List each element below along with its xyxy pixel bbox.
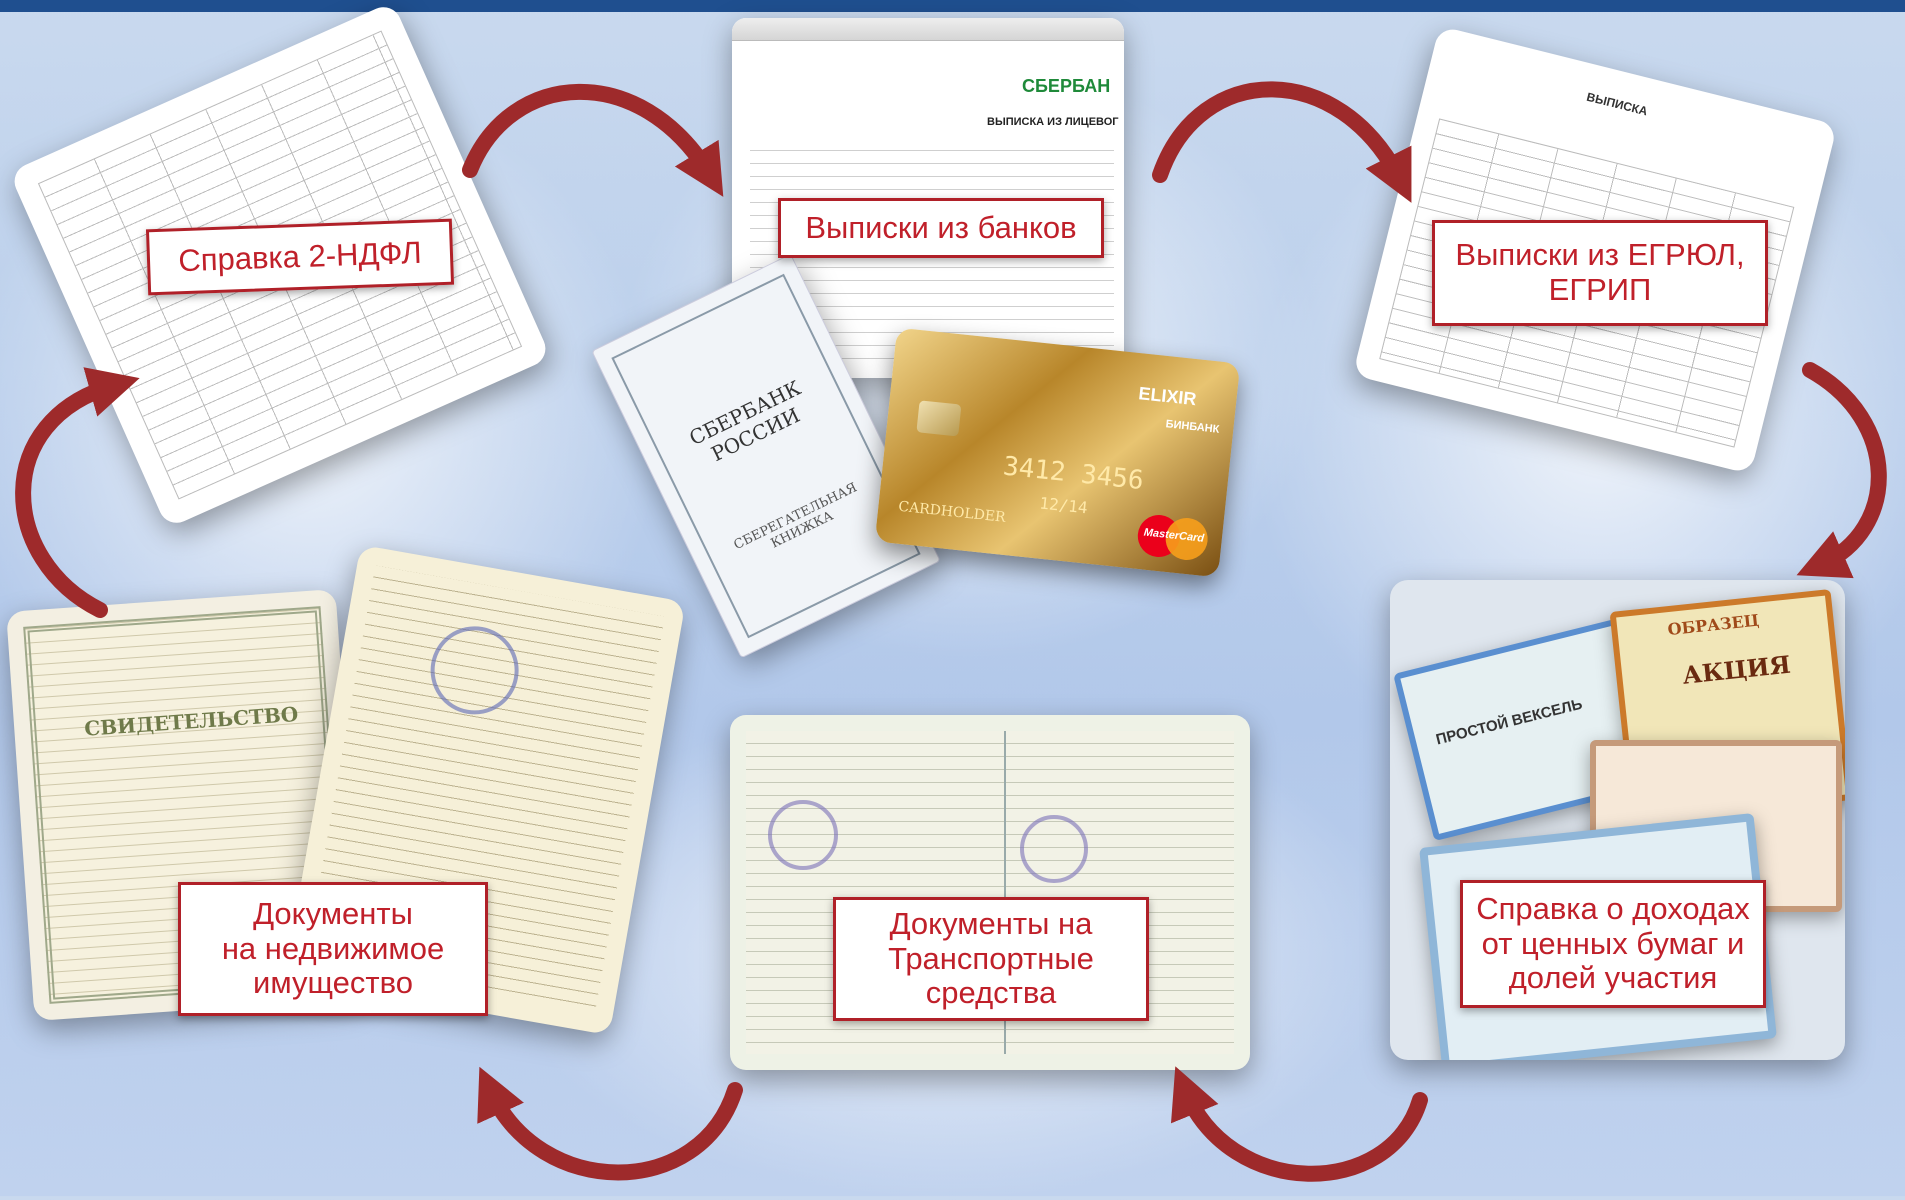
arrow-ndfl-to-banks: [462, 83, 724, 197]
arrow-securities-to-transport: [1171, 1066, 1428, 1182]
sberbank-logo: СБЕРБАН: [1022, 76, 1111, 96]
arrow-property-to-ndfl: [15, 367, 140, 618]
stamp: [768, 800, 838, 870]
top-bar: [0, 0, 1905, 12]
label-ndfl: Справка 2-НДФЛ: [145, 218, 455, 296]
arrow-transport-to-property: [477, 1066, 743, 1181]
arrow-banks-to-egrul: [1152, 81, 1412, 203]
label-banks: Выписки из банков: [778, 198, 1104, 258]
label-egrul: Выписки из ЕГРЮЛ, ЕГРИП: [1432, 220, 1768, 326]
label-transport: Документы на Транспортные средства: [833, 897, 1149, 1021]
label-property: Документы на недвижимое имущество: [178, 882, 488, 1016]
statement-heading: ВЫПИСКА ИЗ ЛИЦЕВОГ: [987, 116, 1119, 128]
label-securities: Справка о доходах от ценных бумаг и доле…: [1460, 880, 1766, 1008]
stamp: [1020, 815, 1088, 883]
arrow-egrul-to-securities: [1796, 362, 1887, 579]
